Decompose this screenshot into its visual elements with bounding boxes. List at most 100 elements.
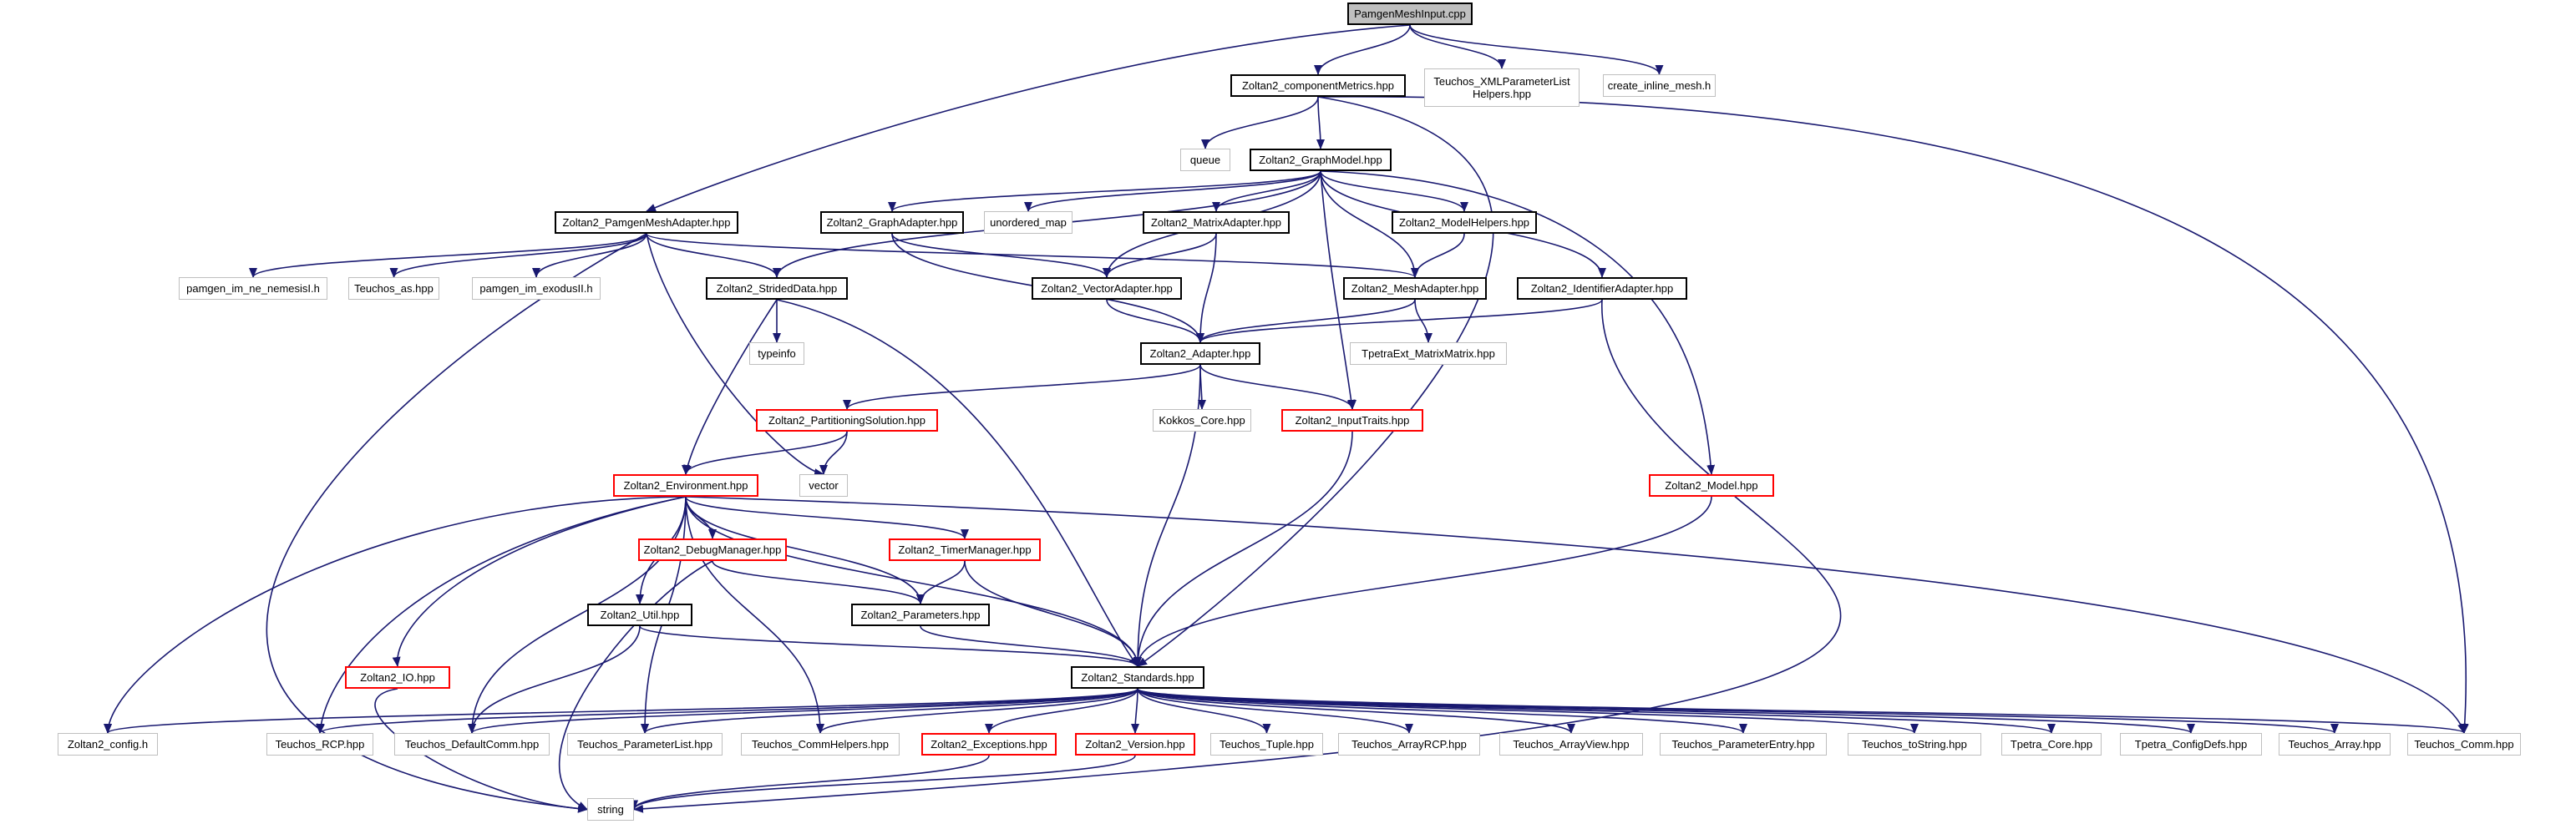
node-label: Teuchos_ParameterEntry.hpp	[1671, 738, 1815, 751]
node-label: Teuchos_XMLParameterList Helpers.hpp	[1433, 75, 1570, 100]
node-tpetra-core: Tpetra_Core.hpp	[2001, 733, 2102, 756]
node-label: Zoltan2_componentMetrics.hpp	[1241, 79, 1395, 92]
node-teuchos-xml: Teuchos_XMLParameterList Helpers.hpp	[1424, 68, 1580, 107]
edge-mesh-adapter-to-adapter	[1196, 299, 1416, 343]
node-label: Zoltan2_StridedData.hpp	[716, 282, 838, 295]
edge-environment-to-config	[104, 496, 687, 734]
edge-standards-to-teuchos-commhelpers	[816, 688, 1138, 734]
edge-standards-to-teuchos-parameterlist	[641, 688, 1138, 734]
node-label: Zoltan2_InputTraits.hpp	[1295, 414, 1410, 427]
node-environment[interactable]: Zoltan2_Environment.hpp	[613, 474, 758, 497]
edge-pamgen-mesh-input-to-component-metrics	[1314, 24, 1411, 75]
edge-partitioning-solution-to-environment	[682, 431, 848, 475]
edge-partitioning-solution-to-vector	[819, 431, 848, 475]
node-identifier-adapter[interactable]: Zoltan2_IdentifierAdapter.hpp	[1517, 277, 1687, 300]
node-label: PamgenMeshInput.cpp	[1354, 8, 1466, 20]
edge-debug-manager-to-parameters	[712, 560, 925, 604]
node-model[interactable]: Zoltan2_Model.hpp	[1649, 474, 1774, 497]
node-mesh-adapter[interactable]: Zoltan2_MeshAdapter.hpp	[1343, 277, 1487, 300]
node-pamgen-mesh-input[interactable]: PamgenMeshInput.cpp	[1347, 3, 1473, 25]
node-teuchos-arrayrcp: Teuchos_ArrayRCP.hpp	[1338, 733, 1480, 756]
node-vector: vector	[799, 474, 848, 497]
node-teuchos-tostring: Teuchos_toString.hpp	[1848, 733, 1981, 756]
node-label: Zoltan2_GraphAdapter.hpp	[826, 216, 958, 229]
edge-component-metrics-to-graph-model	[1316, 96, 1325, 149]
edge-standards-to-teuchos-tuple	[1137, 688, 1271, 734]
node-debug-manager[interactable]: Zoltan2_DebugManager.hpp	[638, 538, 787, 561]
edge-model-helpers-to-mesh-adapter	[1411, 233, 1465, 278]
node-label: Tpetra_Core.hpp	[2010, 738, 2093, 751]
node-util[interactable]: Zoltan2_Util.hpp	[587, 604, 692, 626]
edge-strided-data-to-environment	[683, 299, 778, 475]
edge-standards-to-teuchos-parameterentry	[1137, 688, 1747, 734]
node-vector-adapter[interactable]: Zoltan2_VectorAdapter.hpp	[1032, 277, 1182, 300]
node-label: create_inline_mesh.h	[1607, 79, 1711, 92]
node-label: Teuchos_CommHelpers.hpp	[751, 738, 890, 751]
node-version[interactable]: Zoltan2_Version.hpp	[1075, 733, 1195, 756]
node-label: Zoltan2_DebugManager.hpp	[643, 543, 782, 556]
edge-adapter-to-partitioning-solution	[843, 364, 1201, 410]
node-label: Teuchos_ArrayRCP.hpp	[1351, 738, 1467, 751]
node-timer-manager[interactable]: Zoltan2_TimerManager.hpp	[889, 538, 1041, 561]
node-teuchos-commhelpers: Teuchos_CommHelpers.hpp	[741, 733, 900, 756]
node-tpetraext: TpetraExt_MatrixMatrix.hpp	[1350, 342, 1507, 365]
node-label: Zoltan2_GraphModel.hpp	[1259, 154, 1382, 166]
edge-standards-to-teuchos-tostring	[1137, 688, 1919, 734]
node-teuchos-comm: Teuchos_Comm.hpp	[2407, 733, 2521, 756]
node-parameters[interactable]: Zoltan2_Parameters.hpp	[851, 604, 990, 626]
node-teuchos-defaultcomm: Teuchos_DefaultComm.hpp	[394, 733, 550, 756]
edge-adapter-to-input-traits	[1199, 364, 1356, 410]
node-component-metrics[interactable]: Zoltan2_componentMetrics.hpp	[1230, 74, 1406, 97]
edge-component-metrics-to-teuchos-comm	[1317, 96, 2469, 734]
edge-environment-to-teuchos-commhelpers	[685, 496, 824, 734]
edge-graph-adapter-to-vector-adapter	[891, 233, 1111, 278]
edge-environment-to-io	[392, 496, 687, 667]
node-label: Teuchos_DefaultComm.hpp	[404, 738, 540, 751]
edge-standards-to-tpetra-configdefs	[1137, 688, 2195, 734]
node-teuchos-array: Teuchos_Array.hpp	[2279, 733, 2391, 756]
node-strided-data[interactable]: Zoltan2_StridedData.hpp	[706, 277, 848, 300]
node-label: Zoltan2_Standards.hpp	[1081, 671, 1194, 684]
edge-matrix-adapter-to-vector-adapter	[1103, 233, 1217, 278]
node-pamgen-nemesis: pamgen_im_ne_nemesisI.h	[179, 277, 327, 300]
edge-environment-to-timer-manager	[685, 496, 969, 539]
edge-debug-manager-to-string	[558, 560, 713, 811]
node-io[interactable]: Zoltan2_IO.hpp	[345, 666, 450, 689]
node-adapter[interactable]: Zoltan2_Adapter.hpp	[1140, 342, 1260, 365]
node-standards[interactable]: Zoltan2_Standards.hpp	[1071, 666, 1204, 689]
node-label: TpetraExt_MatrixMatrix.hpp	[1362, 347, 1495, 360]
edge-standards-to-exceptions	[985, 688, 1138, 734]
node-matrix-adapter[interactable]: Zoltan2_MatrixAdapter.hpp	[1143, 211, 1290, 234]
node-graph-model[interactable]: Zoltan2_GraphModel.hpp	[1250, 149, 1392, 171]
node-label: Zoltan2_config.h	[67, 738, 149, 751]
node-unordered-map: unordered_map	[984, 211, 1072, 234]
node-model-helpers[interactable]: Zoltan2_ModelHelpers.hpp	[1392, 211, 1537, 234]
node-partitioning-solution[interactable]: Zoltan2_PartitioningSolution.hpp	[756, 409, 938, 432]
node-graph-adapter[interactable]: Zoltan2_GraphAdapter.hpp	[820, 211, 964, 234]
node-label: Zoltan2_Parameters.hpp	[860, 609, 981, 621]
node-label: Zoltan2_Exceptions.hpp	[931, 738, 1047, 751]
edge-standards-to-teuchos-comm	[1137, 688, 2468, 734]
edge-pamgen-mesh-input-to-create-inline-mesh	[1409, 24, 1664, 75]
node-label: Teuchos_ArrayView.hpp	[1513, 738, 1630, 751]
node-exceptions[interactable]: Zoltan2_Exceptions.hpp	[921, 733, 1057, 756]
edge-standards-to-config	[104, 688, 1138, 734]
node-tpetra-configdefs: Tpetra_ConfigDefs.hpp	[2120, 733, 2262, 756]
node-label: Zoltan2_Util.hpp	[600, 609, 680, 621]
node-teuchos-tuple: Teuchos_Tuple.hpp	[1210, 733, 1323, 756]
edge-graph-model-to-unordered-map	[1024, 170, 1321, 212]
node-input-traits[interactable]: Zoltan2_InputTraits.hpp	[1281, 409, 1423, 432]
node-pamgen-mesh-adapter[interactable]: Zoltan2_PamgenMeshAdapter.hpp	[555, 211, 738, 234]
node-label: Teuchos_as.hpp	[354, 282, 434, 295]
node-label: Zoltan2_VectorAdapter.hpp	[1041, 282, 1173, 295]
node-label: Teuchos_RCP.hpp	[275, 738, 365, 751]
edge-version-to-string	[630, 755, 1136, 811]
edge-standards-to-teuchos-arrayrcp	[1137, 688, 1413, 734]
edge-pamgen-mesh-adapter-to-string	[266, 233, 647, 813]
edge-pamgen-mesh-adapter-to-strided-data	[646, 233, 781, 278]
node-label: Zoltan2_TimerManager.hpp	[898, 543, 1032, 556]
node-label: Teuchos_Tuple.hpp	[1220, 738, 1314, 751]
edge-standards-to-teuchos-defaultcomm	[468, 688, 1138, 734]
node-label: Zoltan2_IO.hpp	[360, 671, 435, 684]
